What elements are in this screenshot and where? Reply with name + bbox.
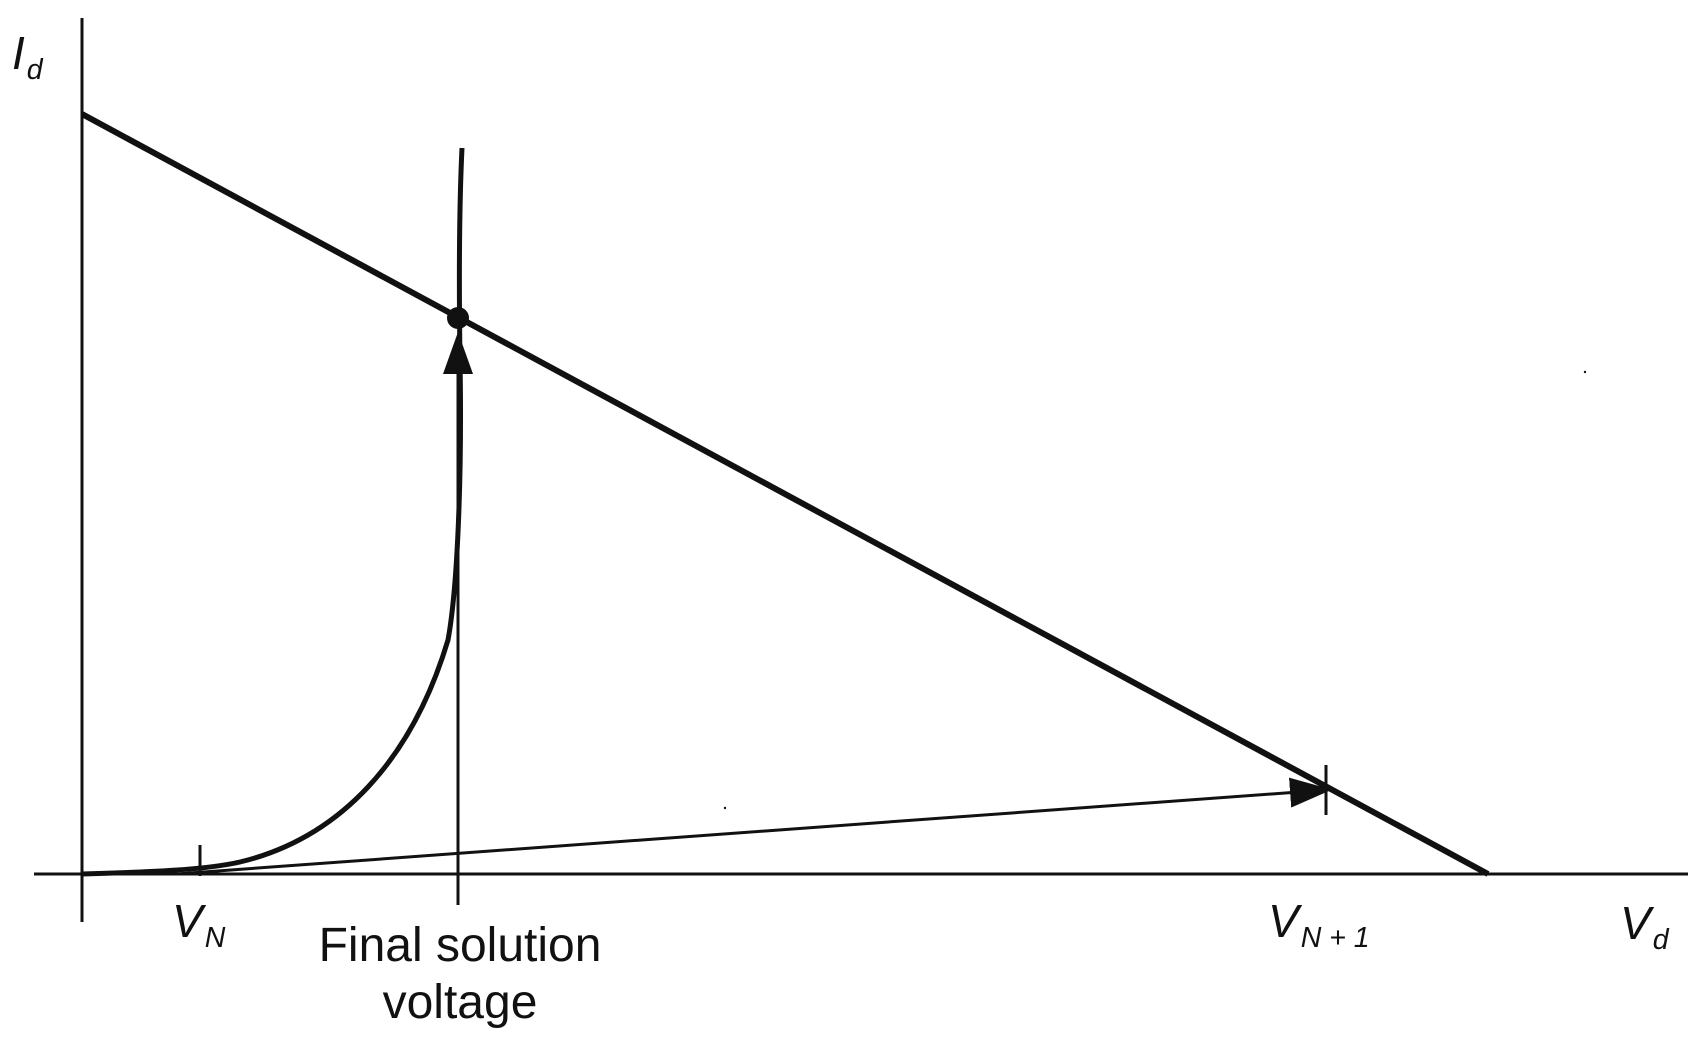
x-axis-label: Vd xyxy=(1620,900,1669,954)
vn1-label-sub: N + 1 xyxy=(1300,921,1370,954)
final-solution-label: Final solution voltage xyxy=(290,918,630,1031)
x-axis-label-main: V xyxy=(1620,897,1651,949)
scan-speck-1 xyxy=(723,806,727,810)
y-axis-label: Id xyxy=(12,30,43,84)
vn-label-main: V xyxy=(172,895,203,947)
solution-point xyxy=(447,307,469,329)
final-solution-line-1: Final solution xyxy=(318,919,602,972)
y-axis-label-main: I xyxy=(12,27,25,79)
x-axis-label-sub: d xyxy=(1652,923,1669,956)
load-line xyxy=(80,111,1490,877)
vn1-label-main: V xyxy=(1268,895,1299,947)
final-solution-line-2: voltage xyxy=(382,975,538,1029)
vn-label-sub: N xyxy=(204,921,226,954)
y-axis-label-sub: d xyxy=(26,53,43,86)
tangent-arrow xyxy=(175,777,1332,876)
vn1-label: VN + 1 xyxy=(1268,898,1370,952)
vn-label: VN xyxy=(172,898,225,952)
scan-speck-2 xyxy=(1583,370,1587,374)
diode-curve xyxy=(81,147,465,877)
